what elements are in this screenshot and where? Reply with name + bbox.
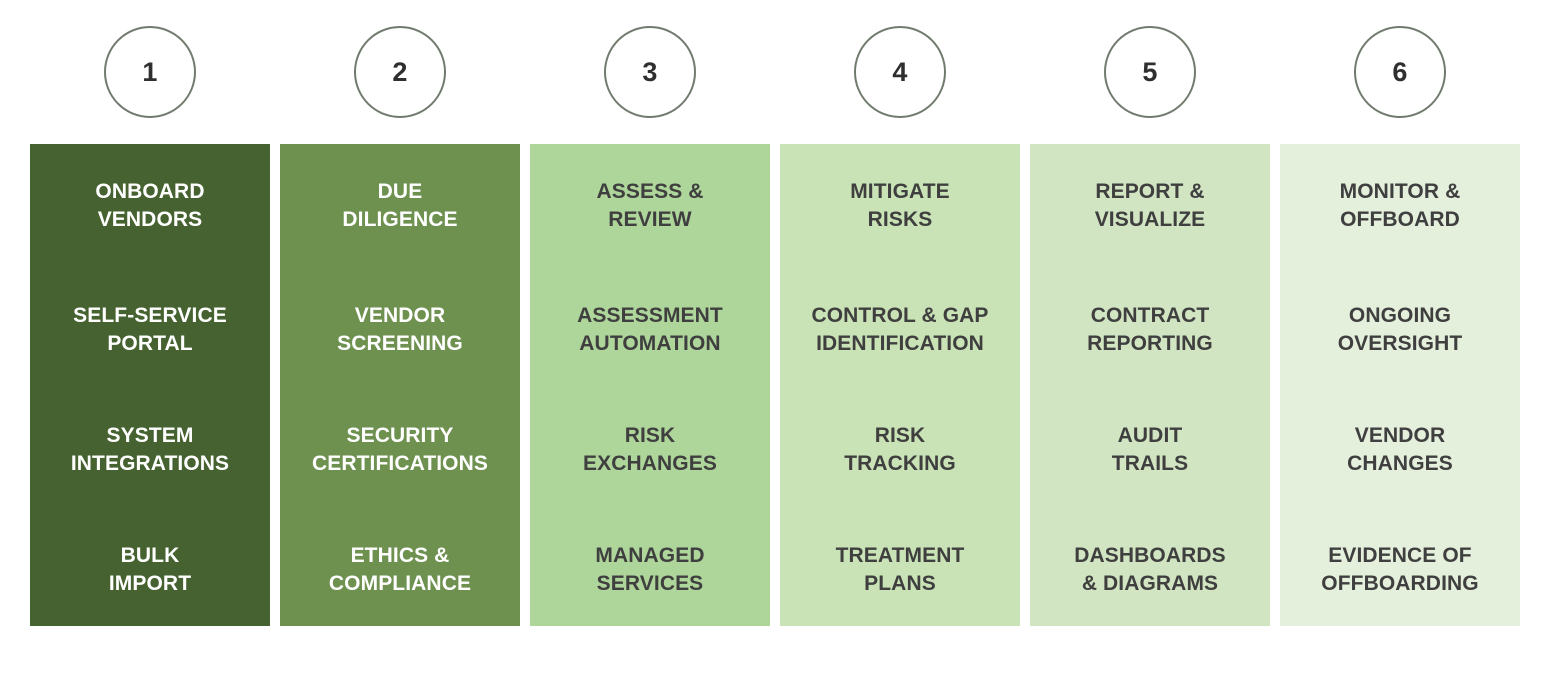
stage-item[interactable]: ONGOING OVERSIGHT [1280, 302, 1520, 422]
stage-item[interactable]: CONTROL & GAP IDENTIFICATION [780, 302, 1020, 422]
stage-item-label: ONGOING OVERSIGHT [1337, 304, 1463, 355]
step-number-label: 2 [392, 56, 408, 87]
stage-item-label: ETHICS & COMPLIANCE [328, 544, 472, 595]
stage-panel-1[interactable]: ONBOARD VENDORS SELF-SERVICE PORTAL SYSTEM… [30, 144, 270, 626]
stage-panel-3[interactable]: ASSESS & REVIEW ASSESSMENT AUTOMATION RISK… [530, 144, 770, 626]
step-number-badge-wrap: 3 [530, 0, 770, 144]
step-number-badge-wrap: 2 [280, 0, 520, 144]
stage-item[interactable]: SECURITY CERTIFICATIONS [280, 422, 520, 542]
stage-item-label: CONTRACT REPORTING [1087, 304, 1213, 355]
stage-heading: ONBOARD VENDORS [30, 178, 270, 302]
step-number-circle-4[interactable]: 4 [854, 26, 946, 118]
stage-item[interactable]: EVIDENCE OF OFFBOARDING [1280, 542, 1520, 662]
stage-heading: MONITOR & OFFBOARD [1280, 178, 1520, 302]
stage-item[interactable]: RISK TRACKING [780, 422, 1020, 542]
stage-item-label: BULK IMPORT [108, 544, 192, 595]
stage-heading: MITIGATE RISKS [780, 178, 1020, 302]
stage-item-label: SYSTEM INTEGRATIONS [70, 424, 230, 475]
stage-item-label: RISK EXCHANGES [583, 424, 717, 475]
stage-item-label: AUDIT TRAILS [1111, 424, 1189, 475]
stage-item-label: ASSESSMENT AUTOMATION [577, 304, 723, 355]
step-number-label: 1 [142, 56, 158, 87]
stage-item-label: RISK TRACKING [844, 424, 956, 475]
stage-heading: DUE DILIGENCE [280, 178, 520, 302]
step-number-label: 6 [1392, 56, 1408, 87]
stage-heading: ASSESS & REVIEW [530, 178, 770, 302]
step-number-label: 3 [642, 56, 658, 87]
step-number-circle-1[interactable]: 1 [104, 26, 196, 118]
step-number-circle-6[interactable]: 6 [1354, 26, 1446, 118]
stage-item[interactable]: DASHBOARDS & DIAGRAMS [1030, 542, 1270, 662]
stage-item[interactable]: SYSTEM INTEGRATIONS [30, 422, 270, 542]
stage-item-label: VENDOR SCREENING [337, 304, 463, 355]
stage-heading-label: MONITOR & OFFBOARD [1339, 180, 1461, 231]
stage-item[interactable]: ETHICS & COMPLIANCE [280, 542, 520, 662]
step-number-badge-wrap: 6 [1280, 0, 1520, 144]
step-number-label: 4 [892, 56, 908, 87]
stage-item-label: EVIDENCE OF OFFBOARDING [1321, 544, 1479, 595]
stage-item[interactable]: AUDIT TRAILS [1030, 422, 1270, 542]
stage-heading-label: DUE DILIGENCE [342, 180, 458, 231]
step-number-badge-wrap: 5 [1030, 0, 1270, 144]
stage-item-label: SELF-SERVICE PORTAL [73, 304, 227, 355]
step-number-badge-wrap: 4 [780, 0, 1020, 144]
stage-panel-2[interactable]: DUE DILIGENCE VENDOR SCREENING SECURITY CE… [280, 144, 520, 626]
stage-item[interactable]: BULK IMPORT [30, 542, 270, 662]
stage-item-label: DASHBOARDS & DIAGRAMS [1074, 544, 1226, 595]
stage-item[interactable]: VENDOR CHANGES [1280, 422, 1520, 542]
stage-heading-label: REPORT & VISUALIZE [1094, 180, 1206, 231]
stage-heading: REPORT & VISUALIZE [1030, 178, 1270, 302]
stage-item[interactable]: SELF-SERVICE PORTAL [30, 302, 270, 422]
stage-item-label: SECURITY CERTIFICATIONS [311, 424, 488, 475]
step-number-badge-wrap: 1 [30, 0, 270, 144]
stage-item[interactable]: TREATMENT PLANS [780, 542, 1020, 662]
step-number-circle-3[interactable]: 3 [604, 26, 696, 118]
step-number-label: 5 [1142, 56, 1158, 87]
stage-item-label: CONTROL & GAP IDENTIFICATION [811, 304, 989, 355]
stage-heading-label: MITIGATE RISKS [850, 180, 950, 231]
stage-item[interactable]: ASSESSMENT AUTOMATION [530, 302, 770, 422]
stage-item-label: VENDOR CHANGES [1347, 424, 1453, 475]
step-number-circle-5[interactable]: 5 [1104, 26, 1196, 118]
stage-item-label: MANAGED SERVICES [595, 544, 705, 595]
stage-heading-label: ASSESS & REVIEW [596, 180, 704, 231]
stage-item[interactable]: RISK EXCHANGES [530, 422, 770, 542]
step-number-circle-2[interactable]: 2 [354, 26, 446, 118]
stage-item[interactable]: VENDOR SCREENING [280, 302, 520, 422]
stage-item[interactable]: MANAGED SERVICES [530, 542, 770, 662]
stage-panel-6[interactable]: MONITOR & OFFBOARD ONGOING OVERSIGHT VENDO… [1280, 144, 1520, 626]
stage-heading-label: ONBOARD VENDORS [95, 180, 205, 231]
stage-panel-4[interactable]: MITIGATE RISKS CONTROL & GAP IDENTIFICATI… [780, 144, 1020, 626]
stage-panel-5[interactable]: REPORT & VISUALIZE CONTRACT REPORTING AUDI… [1030, 144, 1270, 626]
stage-item-label: TREATMENT PLANS [835, 544, 965, 595]
stage-item[interactable]: CONTRACT REPORTING [1030, 302, 1270, 422]
